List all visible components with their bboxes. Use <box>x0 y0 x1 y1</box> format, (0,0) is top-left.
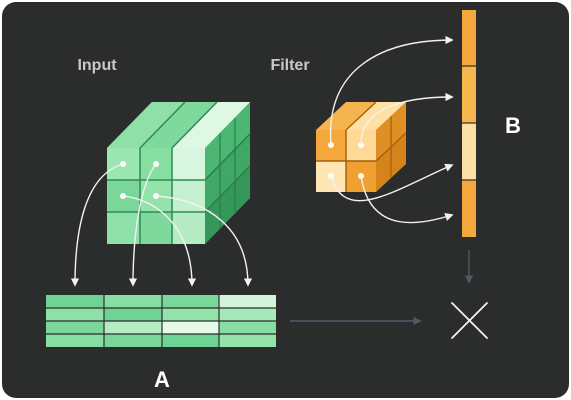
filter-cube <box>316 101 407 192</box>
matrix-b <box>462 10 476 237</box>
matrix-a <box>46 295 276 347</box>
filter-label: Filter <box>270 57 309 74</box>
multiply-cross-icon <box>451 302 488 339</box>
input-label: Input <box>77 57 117 74</box>
im2col-arrow <box>122 195 197 287</box>
matrix-b-label: B <box>505 113 521 138</box>
filter-cube-front <box>316 130 376 192</box>
matrix-a-label: A <box>154 367 170 392</box>
flatten-arrow <box>329 35 454 146</box>
im2col-arrow <box>70 163 124 287</box>
im2col-arrow <box>128 163 157 287</box>
flatten-arrow <box>360 92 454 146</box>
filter-to-b-arrows <box>329 35 454 224</box>
input-to-a-arrows <box>70 163 253 287</box>
input-cube-top <box>107 101 250 149</box>
filter-cube-side <box>375 102 407 192</box>
flatten-arrow <box>360 175 454 224</box>
input-cube-side <box>204 102 251 244</box>
flatten-arrow <box>330 163 454 202</box>
im2col-arrow <box>155 195 253 287</box>
